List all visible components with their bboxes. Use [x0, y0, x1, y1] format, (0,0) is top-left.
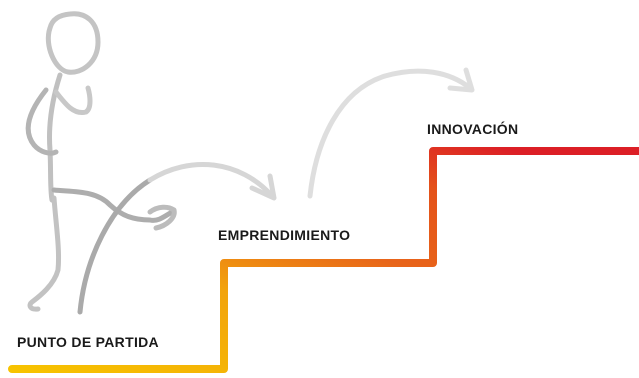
- step-label-entrepreneurship: EMPRENDIMIENTO: [218, 227, 351, 243]
- figure-leg-front: [51, 187, 175, 223]
- curved-arrow-2: [307, 67, 475, 199]
- figure-head: [45, 11, 101, 75]
- step-label-start: PUNTO DE PARTIDA: [17, 334, 159, 350]
- arrow-2-head: [447, 67, 475, 93]
- arrow-1-tail: [77, 177, 153, 315]
- figure-foot-front: [147, 204, 177, 231]
- arrow-1-head: [249, 173, 277, 201]
- arrow-2-body: [307, 68, 473, 199]
- figure-torso: [47, 72, 63, 203]
- step-label-innovation: INNOVACIÓN: [427, 121, 519, 137]
- arrow-1-body: [147, 162, 275, 199]
- figure-arm-front: [53, 85, 93, 116]
- figure-arm-back: [25, 87, 59, 156]
- figure-leg-back: [27, 195, 62, 312]
- curved-arrow-1: [77, 162, 277, 315]
- walking-figure-illustration: [25, 11, 177, 312]
- staircase-line: [8, 147, 639, 373]
